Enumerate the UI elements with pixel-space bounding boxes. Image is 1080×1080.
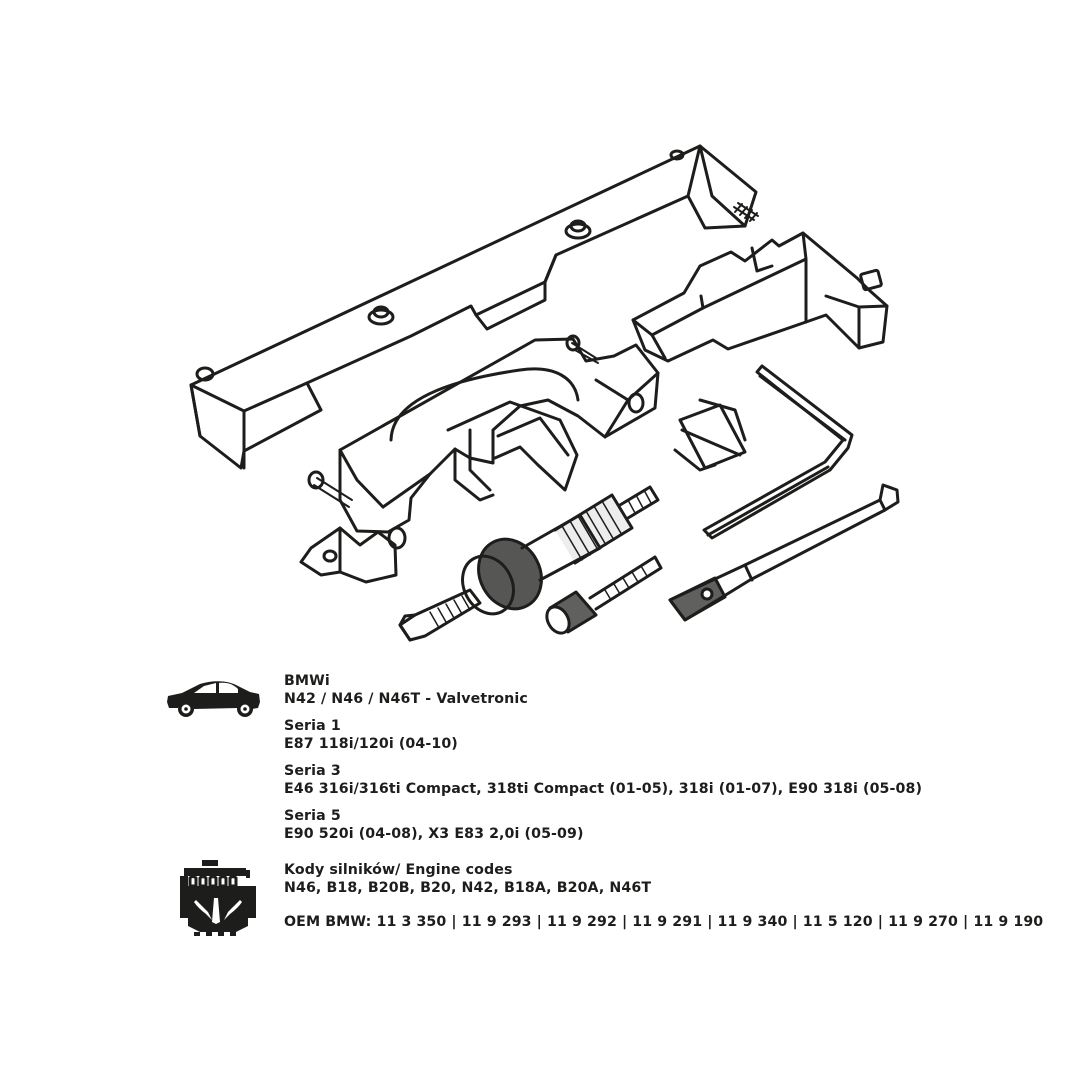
series-models: E87 118i/120i (04-10) — [284, 736, 458, 752]
series-block-5: Seria 5 E90 520i (04-08), X3 E83 2,0i (0… — [284, 807, 584, 843]
adapter-pin — [673, 398, 747, 472]
brand-name: BMWi — [284, 673, 330, 689]
tool-set-illustration — [189, 144, 900, 642]
series-block-1: Seria 1 E87 118i/120i (04-10) — [284, 717, 458, 753]
camshaft-alignment-bar — [189, 144, 759, 470]
car-icon — [164, 676, 264, 720]
knurled-puller-screw — [398, 485, 660, 642]
engine-codes-label: Kody silników/ Engine codes — [284, 862, 513, 878]
series-models: E90 520i (04-08), X3 E83 2,0i (05-09) — [284, 826, 584, 842]
engine-codes-list: N46, B18, B20B, B20, N42, B18A, B20A, N4… — [284, 880, 652, 896]
oem-numbers-block: OEM BMW: 11 3 350 | 11 9 293 | 11 9 292 … — [284, 913, 1043, 931]
series-models: E46 316i/316ti Compact, 318ti Compact (0… — [284, 781, 923, 797]
engine-icon — [178, 858, 258, 938]
series-name: Seria 3 — [284, 763, 341, 779]
timing-bracket — [631, 231, 889, 363]
locking-pin-with-knurled-handle — [668, 483, 900, 622]
oem-numbers: OEM BMW: 11 3 350 | 11 9 293 | 11 9 292 … — [284, 914, 1044, 930]
engine-codes-block: Kody silników/ Engine codes N46, B18, B2… — [284, 861, 651, 897]
knurled-thumb-screw — [545, 555, 663, 635]
vehicle-brand-block: BMWi N42 / N46 / N46T - Valvetronic — [284, 672, 528, 708]
series-name: Seria 5 — [284, 808, 341, 824]
series-name: Seria 1 — [284, 718, 341, 734]
engine-family: N42 / N46 / N46T - Valvetronic — [284, 691, 528, 707]
series-block-3: Seria 3 E46 316i/316ti Compact, 318ti Co… — [284, 762, 922, 798]
l-shaped-hex-key — [702, 364, 854, 540]
crankshaft-locking-fork — [299, 334, 660, 584]
